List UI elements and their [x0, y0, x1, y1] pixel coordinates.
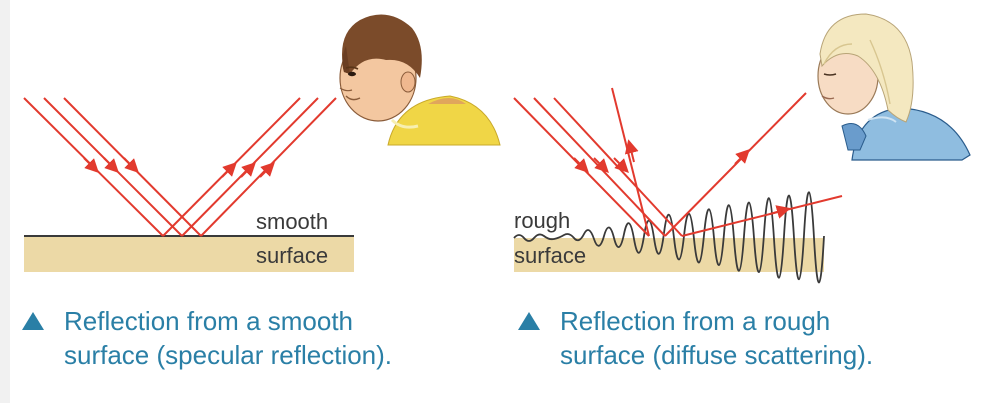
caption-line: surface (specular reflection).: [64, 340, 393, 370]
caption-smooth: Reflection from a smooth surface (specul…: [22, 304, 392, 372]
arrow-icon: [734, 149, 750, 165]
arrow-icon: [83, 157, 99, 173]
arrow-icon: [769, 205, 791, 219]
triangle-up-icon: [22, 312, 44, 330]
smooth-label: smooth: [256, 209, 328, 234]
surface-label: surface: [514, 243, 586, 268]
arrow-icon: [221, 162, 237, 178]
scattered-ray: [681, 195, 843, 237]
arrow-icon: [123, 157, 139, 173]
caption-rough: Reflection from a rough surface (diffuse…: [518, 304, 873, 372]
smooth-surface-diagram: smooth surface: [23, 14, 501, 272]
surface-label: surface: [256, 243, 328, 268]
arrow-icon: [240, 162, 256, 178]
page-edge: [0, 0, 10, 403]
rough-surface-block: [514, 238, 824, 272]
arrow-icon: [593, 157, 609, 173]
scattered-ray: [611, 87, 650, 237]
arrow-icon: [103, 157, 119, 173]
incident-ray: [553, 97, 683, 237]
rough-surface-diagram: rough surface: [513, 13, 971, 284]
caption-line: Reflection from a rough: [560, 306, 831, 336]
ray-arrows-smooth: [83, 157, 275, 178]
triangle-up-icon: [518, 312, 540, 330]
caption-line: surface (diffuse scattering).: [560, 340, 874, 370]
smooth-surface-block: [24, 236, 354, 272]
arrow-icon: [624, 139, 639, 163]
rough-surface-line: [513, 191, 825, 284]
arrow-icon: [613, 157, 629, 173]
girl-illustration: [817, 13, 971, 161]
caption-line: Reflection from a smooth: [64, 306, 354, 336]
boy-illustration: [339, 14, 501, 146]
arrow-icon: [259, 162, 275, 178]
ray-arrows-rough: [573, 139, 791, 219]
arrow-icon: [573, 157, 589, 173]
rough-label: rough: [514, 208, 570, 233]
